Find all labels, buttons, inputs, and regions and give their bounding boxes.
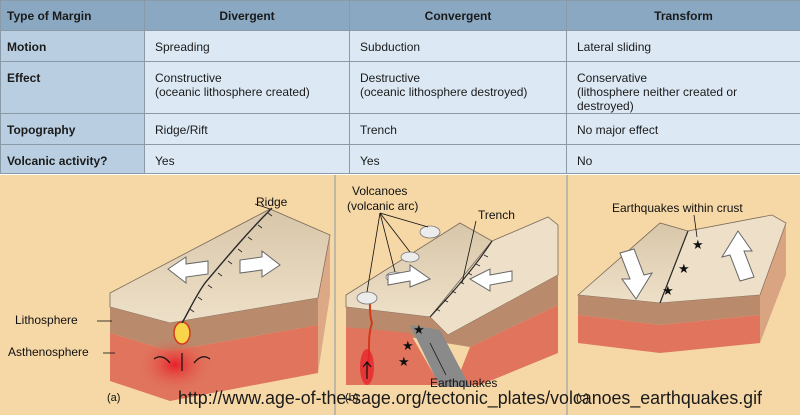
convergent-asthenosphere-right bbox=[455, 305, 558, 385]
divergent-side-face bbox=[318, 235, 330, 373]
transform-right-block-base bbox=[660, 315, 760, 353]
transform-earthquakes-leader bbox=[693, 214, 698, 238]
trench-leader bbox=[461, 220, 477, 284]
cell-effect-transform-line-3: destroyed) bbox=[577, 99, 634, 113]
divergent-magma-arrow-left bbox=[153, 356, 171, 364]
divergent-lithosphere-label: Lithosphere bbox=[15, 313, 78, 327]
divergent-panel-letter: (a) bbox=[107, 392, 120, 404]
transform-left-block-base bbox=[578, 315, 660, 353]
earthquake-star-2: ★ bbox=[402, 338, 414, 353]
volcanoes-leader-1 bbox=[366, 212, 381, 293]
row-label-effect: Effect bbox=[0, 61, 145, 114]
volcano-cloud-1 bbox=[356, 291, 378, 305]
convergent-earthquakes-label: Earthquakes bbox=[430, 376, 497, 390]
cell-motion-transform: Lateral sliding bbox=[566, 30, 800, 62]
cell-effect-convergent-line-2: (oceanic lithosphere destroyed) bbox=[360, 85, 528, 99]
cell-motion-divergent: Spreading bbox=[144, 30, 350, 62]
convergent-trench-line bbox=[429, 240, 493, 318]
earthquakes-leader bbox=[429, 342, 447, 376]
transform-earthquake-star-1: ★ bbox=[692, 237, 704, 252]
convergent-volcanoes-label-2: (volcanic arc) bbox=[347, 199, 418, 213]
cell-effect-divergent-line-2: (oceanic lithosphere created) bbox=[155, 85, 310, 99]
cell-topography-convergent: Trench bbox=[349, 113, 567, 145]
table-row-motion: Motion Spreading Subduction Lateral slid… bbox=[0, 30, 800, 62]
divergent-ridge-leader bbox=[254, 203, 271, 210]
convergent-diagram: Volcanoes (volcanic arc) Trench ★ ★ ★ Ea… bbox=[345, 184, 559, 404]
divergent-ridge-label: Ridge bbox=[256, 195, 288, 209]
transform-earthquake-star-2: ★ bbox=[678, 261, 690, 276]
row-label-topography: Topography bbox=[0, 113, 145, 145]
volcanoes-leader-2 bbox=[379, 212, 396, 273]
cell-topography-transform: No major effect bbox=[566, 113, 800, 145]
header-convergent: Convergent bbox=[349, 0, 567, 31]
cell-effect-divergent: Constructive (oceanic lithosphere create… bbox=[144, 61, 350, 114]
divergent-rift-ticks bbox=[189, 212, 273, 313]
convergent-magma-arrow-up bbox=[362, 361, 372, 379]
table-row-effect: Effect Constructive (oceanic lithosphere… bbox=[0, 61, 800, 114]
divergent-ridge-crest bbox=[181, 207, 273, 324]
divergent-asthenosphere-label: Asthenosphere bbox=[8, 345, 89, 359]
divergent-right-motion-arrow bbox=[239, 249, 281, 278]
transform-right-motion-arrow bbox=[720, 230, 755, 282]
row-label-volcanic-activity: Volcanic activity? bbox=[0, 144, 145, 174]
source-url-watermark: http://www.age-of-the-sage.org/tectonic_… bbox=[178, 388, 763, 409]
divergent-magma-arrow-right bbox=[193, 356, 211, 364]
volcanoes-leader-4 bbox=[379, 212, 429, 228]
transform-fault-line bbox=[659, 230, 689, 304]
divergent-diagram: Ridge Lithosphere Asthenosphere (a) bbox=[8, 195, 331, 404]
cell-motion-convergent: Subduction bbox=[349, 30, 567, 62]
cell-effect-convergent: Destructive (oceanic lithosphere destroy… bbox=[349, 61, 567, 114]
cell-volcanic-transform: No bbox=[566, 144, 800, 174]
table-header-row: Type of Margin Divergent Convergent Tran… bbox=[0, 0, 800, 31]
transform-earthquake-star-3: ★ bbox=[662, 283, 674, 298]
divergent-lithosphere-front bbox=[110, 298, 318, 351]
earthquake-star-3: ★ bbox=[398, 354, 410, 369]
table-row-volcanic-activity: Volcanic activity? Yes Yes No bbox=[0, 144, 800, 174]
cell-effect-divergent-line-1: Constructive bbox=[155, 71, 222, 85]
divergent-left-motion-arrow bbox=[167, 256, 209, 285]
cell-effect-convergent-line-1: Destructive bbox=[360, 71, 421, 85]
cell-effect-transform-line-1: Conservative bbox=[577, 71, 648, 85]
convergent-subducting-slab bbox=[410, 325, 470, 387]
convergent-front-lithosphere bbox=[346, 275, 558, 347]
transform-left-motion-arrow bbox=[619, 248, 654, 300]
volcano-cloud-4 bbox=[419, 225, 441, 239]
plate-boundary-diagrams: Ridge Lithosphere Asthenosphere (a) bbox=[0, 175, 800, 415]
convergent-panel-letter: (b) bbox=[345, 392, 358, 404]
convergent-left-motion-arrow bbox=[387, 264, 432, 288]
header-transform: Transform bbox=[566, 0, 800, 31]
header-type-of-margin: Type of Margin bbox=[0, 0, 145, 31]
convergent-trench-label: Trench bbox=[478, 208, 515, 222]
cell-volcanic-divergent: Yes bbox=[144, 144, 350, 174]
earthquake-star-1: ★ bbox=[413, 322, 425, 337]
cell-volcanic-convergent: Yes bbox=[349, 144, 567, 174]
volcanoes-leader-3 bbox=[379, 212, 411, 253]
convergent-right-motion-arrow bbox=[468, 268, 513, 292]
plate-margins-table: Type of Margin Divergent Convergent Tran… bbox=[0, 0, 800, 174]
transform-right-side-face bbox=[760, 223, 786, 343]
cell-topography-divergent: Ridge/Rift bbox=[144, 113, 350, 145]
cell-effect-transform: Conservative (lithosphere neither create… bbox=[566, 61, 800, 114]
transform-diagram: ★ ★ ★ Earthquakes within crust (c) bbox=[576, 201, 787, 404]
table-row-topography: Topography Ridge/Rift Trench No major ef… bbox=[0, 113, 800, 145]
transform-panel-letter: (c) bbox=[576, 392, 589, 404]
convergent-volcanoes-label-1: Volcanoes bbox=[352, 184, 407, 198]
header-divergent: Divergent bbox=[144, 0, 350, 31]
transform-earthquakes-label: Earthquakes within crust bbox=[612, 201, 743, 215]
cell-effect-transform-line-2: (lithosphere neither created or bbox=[577, 85, 738, 99]
volcano-cloud-3 bbox=[400, 251, 420, 263]
divergent-magma-chamber bbox=[173, 321, 191, 345]
divergent-magma-glow bbox=[137, 337, 213, 393]
row-label-motion: Motion bbox=[0, 30, 145, 62]
